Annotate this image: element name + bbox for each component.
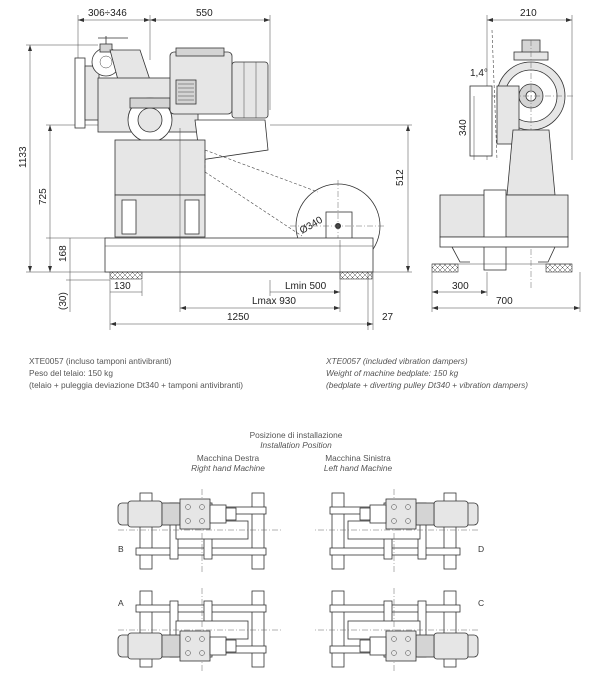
dim-340: 340 — [458, 119, 469, 136]
installation-title-it: Posizione di installazione — [250, 430, 343, 440]
dim-725: 725 — [38, 188, 49, 205]
dim-30: (30) — [58, 292, 69, 310]
dim-306-346: 306÷346 — [88, 8, 127, 19]
dim-512: 512 — [395, 169, 406, 186]
dim-700: 700 — [496, 296, 513, 307]
dim-550: 550 — [196, 8, 213, 19]
dim-168: 168 — [58, 245, 69, 262]
dim-210: 210 — [520, 8, 537, 19]
note-it-line1: XTE0057 (incluso tamponi antivibranti) — [29, 356, 172, 366]
dim-1250: 1250 — [227, 312, 250, 323]
note-it-line3: (telaio + puleggia deviazione Dt340 + ta… — [29, 380, 243, 390]
dim-lmax: Lmax 930 — [252, 296, 296, 307]
dim-lmin: Lmin 500 — [285, 281, 327, 292]
position-c: C — [312, 586, 484, 672]
note-en-line2: Weight of machine bedplate: 150 kg — [326, 368, 459, 378]
dim-300: 300 — [452, 281, 469, 292]
label-d: D — [478, 544, 484, 554]
label-c: C — [478, 598, 484, 608]
notes-english: XTE0057 (included vibration dampers) Wei… — [325, 356, 528, 390]
left-hand-en: Left hand Machine — [324, 463, 393, 473]
dim-pulley: Ø340 — [298, 215, 325, 237]
dim-angle: 1,4° — [470, 68, 488, 79]
notes-italian: XTE0057 (incluso tamponi antivibranti) P… — [29, 356, 243, 390]
dim-1133: 1133 — [18, 146, 29, 168]
dim-27: 27 — [382, 312, 394, 323]
position-a: A — [117, 586, 284, 672]
front-view: 306÷346 550 1133 725 168 (30) — [18, 8, 412, 330]
position-b: B — [117, 488, 284, 574]
installation-headings: Posizione di installazione Installation … — [191, 430, 392, 473]
position-d: D — [312, 488, 484, 574]
right-hand-en: Right hand Machine — [191, 463, 265, 473]
side-view: 210 1,4° 340 300 — [431, 8, 581, 312]
note-en-line1: XTE0057 (included vibration dampers) — [325, 356, 468, 366]
right-hand-it: Macchina Destra — [197, 453, 260, 463]
installation-title-en: Installation Position — [260, 440, 332, 450]
note-en-line3: (bedplate + diverting pulley Dt340 + vib… — [326, 380, 528, 390]
dim-130: 130 — [114, 281, 131, 292]
note-it-line2: Peso del telaio: 150 kg — [29, 368, 113, 378]
label-b: B — [118, 544, 124, 554]
label-a: A — [118, 598, 124, 608]
left-hand-it: Macchina Sinistra — [325, 453, 391, 463]
